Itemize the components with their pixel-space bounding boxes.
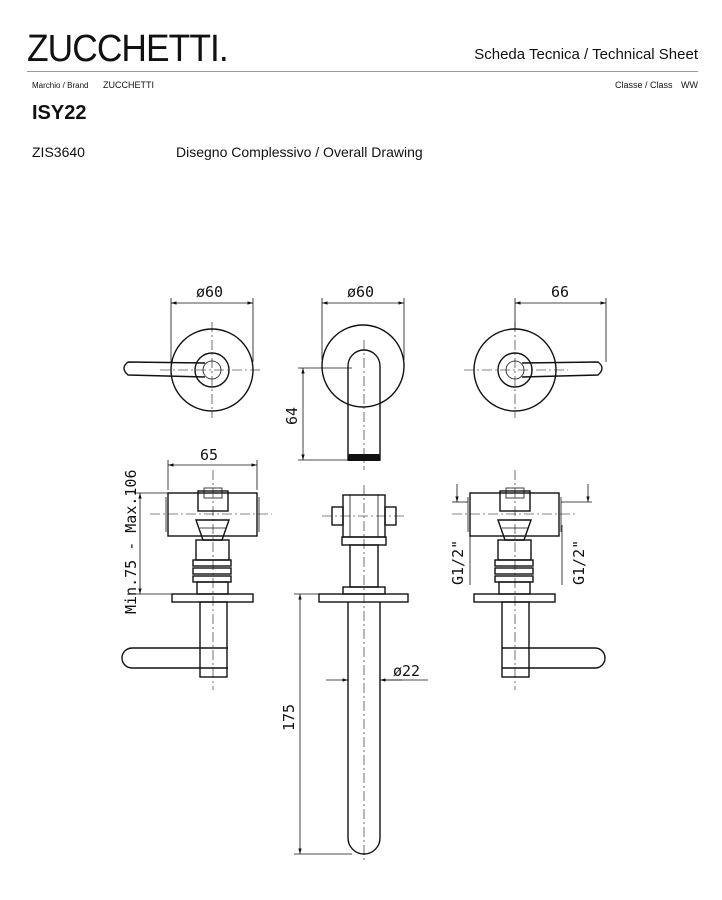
brand-line: Marchio / Brand ZUCCHETTI [32, 80, 154, 90]
dim-spout-height: 64 [283, 407, 301, 425]
dim-left-handle-diameter: ø60 [196, 283, 223, 301]
class-label: Classe / Class [614, 80, 673, 90]
model-name: ISY22 [32, 102, 87, 124]
left-valve-side-view: 65 Min.75 - Max.106 [121, 446, 272, 690]
sheet-title: Scheda Tecnica / Technical Sheet [474, 46, 698, 63]
dim-right-handle-width: 66 [551, 283, 569, 301]
dim-spout-length: 175 [280, 704, 298, 731]
class-value: WW [681, 80, 698, 90]
dim-installation-range: Min.75 - Max.106 [122, 470, 140, 615]
class-line: Classe / Class WW [615, 80, 698, 90]
dim-body-width: 65 [200, 446, 218, 464]
brand-logo: ZUCCHETTI. [27, 28, 229, 70]
right-handle-front-view: 66 [464, 283, 607, 418]
right-valve-side-view: G1/2" G1/2" [449, 470, 606, 690]
header-divider [27, 71, 698, 72]
product-code: ZIS3640 [32, 144, 85, 160]
left-handle-front-view: ø60 [123, 283, 262, 418]
dim-spout-diameter: ø22 [393, 662, 420, 680]
dim-spout-rosette-diameter: ø60 [347, 283, 374, 301]
brand-label: Marchio / Brand [32, 81, 89, 90]
spout-front-view: ø60 64 [283, 283, 405, 470]
brand-value: ZUCCHETTI [102, 80, 154, 90]
dim-left-thread: G1/2" [449, 540, 467, 585]
dim-right-thread: G1/2" [570, 540, 588, 585]
drawing-title: Disegno Complessivo / Overall Drawing [176, 144, 423, 160]
spout-side-view: 175 ø22 [280, 485, 428, 860]
